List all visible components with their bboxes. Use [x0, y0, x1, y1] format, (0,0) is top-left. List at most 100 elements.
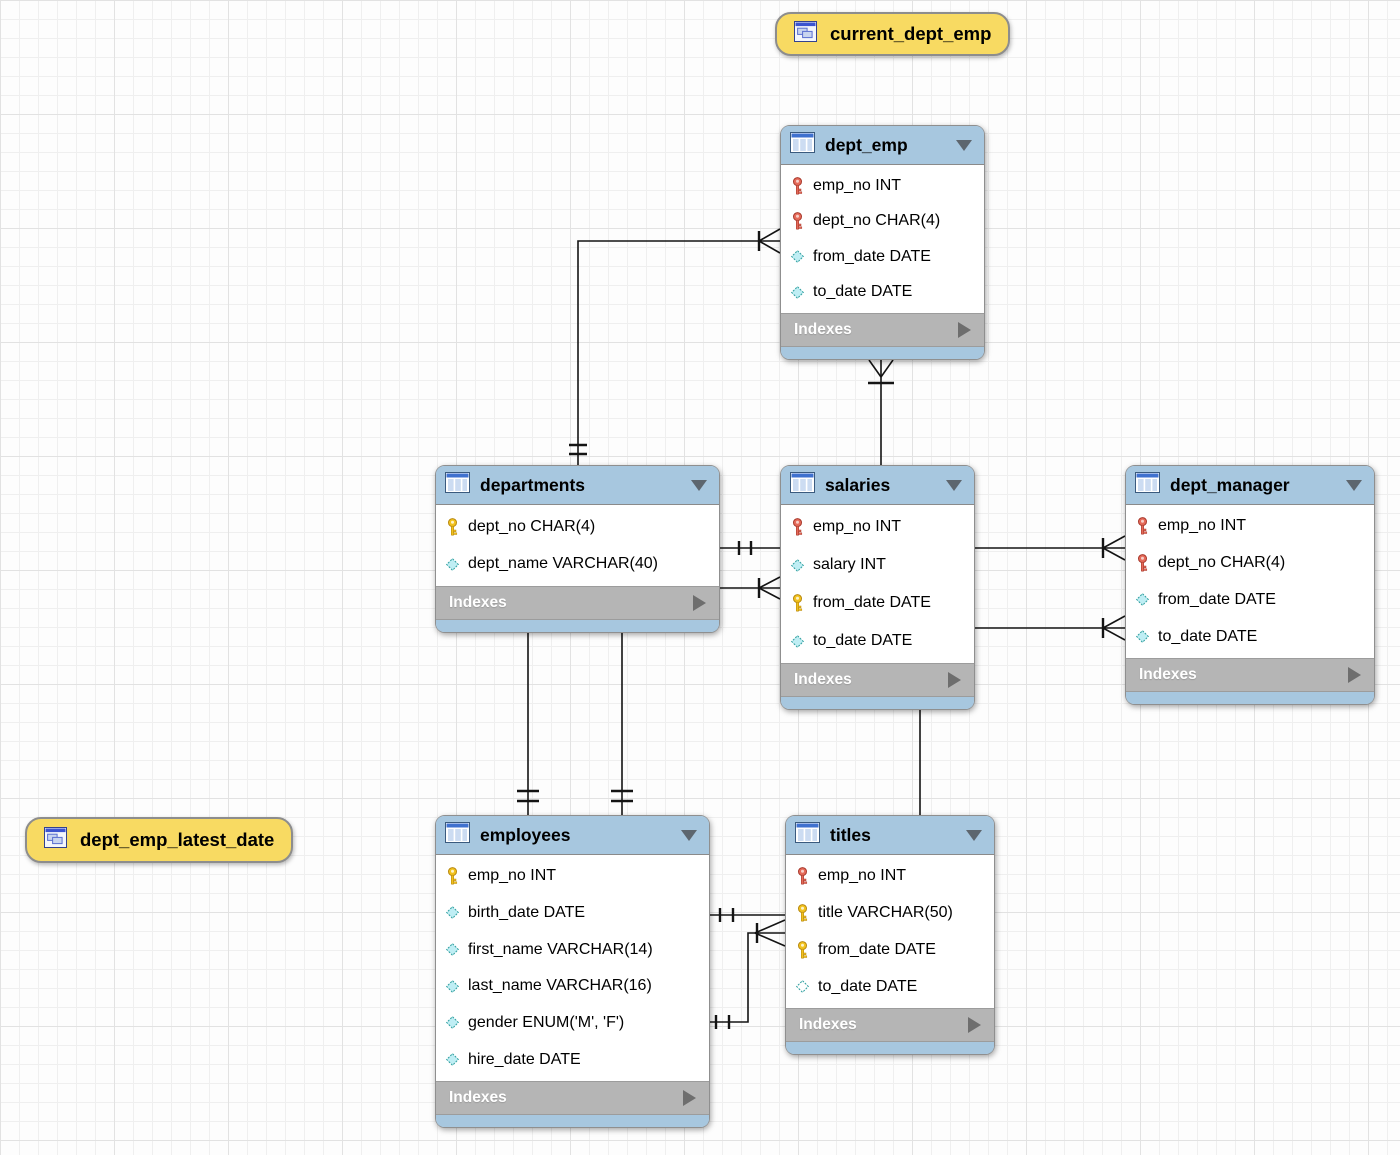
rel-salaries-dept_manager-2[interactable]: [975, 615, 1126, 641]
column-row[interactable]: salary INT: [781, 556, 974, 574]
indexes-expand-icon[interactable]: [968, 1017, 981, 1033]
table-icon: [445, 822, 470, 848]
rel-employees-titles-1[interactable]: [710, 908, 785, 922]
table-header[interactable]: departments: [436, 466, 719, 505]
column-row[interactable]: from_date DATE: [781, 248, 984, 266]
column-row[interactable]: emp_no INT: [1126, 517, 1374, 535]
table-salaries[interactable]: salaries emp_no INT salary INT from_date D…: [780, 465, 975, 710]
indexes-bar[interactable]: Indexes: [436, 1081, 709, 1114]
collapse-arrow-icon[interactable]: [966, 829, 982, 841]
rel-departments-salaries-1[interactable]: [720, 541, 780, 555]
indexes-expand-icon[interactable]: [683, 1090, 696, 1106]
not-null-attribute-icon: [1135, 592, 1150, 607]
indexes-label: Indexes: [449, 1089, 507, 1106]
column-row[interactable]: emp_no INT: [436, 867, 709, 885]
rel-departments-salaries-2[interactable]: [720, 576, 781, 600]
table-footer: [436, 1114, 709, 1127]
rel-salaries-dept_manager-1[interactable]: [975, 535, 1126, 561]
column-text: emp_no INT: [468, 867, 557, 885]
indexes-bar[interactable]: Indexes: [436, 586, 719, 619]
column-text: emp_no INT: [1158, 517, 1247, 535]
table-title: titles: [830, 824, 871, 845]
column-row[interactable]: birth_date DATE: [436, 904, 709, 922]
column-row[interactable]: gender ENUM('M', 'F'): [436, 1014, 709, 1032]
column-row[interactable]: emp_no INT: [786, 867, 994, 885]
indexes-bar[interactable]: Indexes: [781, 313, 984, 346]
indexes-label: Indexes: [794, 321, 852, 338]
column-text: emp_no INT: [813, 518, 902, 535]
nullable-attribute-icon: [795, 979, 810, 994]
not-null-attribute-icon: [790, 634, 805, 649]
collapse-arrow-icon[interactable]: [946, 479, 962, 491]
column-row[interactable]: title VARCHAR(50): [786, 904, 994, 922]
column-row[interactable]: to_date DATE: [781, 632, 974, 650]
column-row[interactable]: emp_no INT: [781, 518, 974, 536]
table-header[interactable]: titles: [786, 816, 994, 855]
indexes-bar[interactable]: Indexes: [1126, 658, 1374, 691]
table-title: departments: [480, 474, 586, 495]
indexes-expand-icon[interactable]: [958, 322, 971, 338]
table-employees[interactable]: employees emp_no INT birth_date DATE first…: [435, 815, 710, 1128]
table-titles[interactable]: titles emp_no INT title VARCHAR(50) from_d…: [785, 815, 995, 1055]
collapse-arrow-icon[interactable]: [956, 139, 972, 151]
view-title: current_dept_emp: [830, 23, 992, 44]
indexes-label: Indexes: [1139, 666, 1197, 683]
column-row[interactable]: to_date DATE: [786, 978, 994, 996]
not-null-attribute-icon: [790, 558, 805, 573]
indexes-expand-icon[interactable]: [1348, 667, 1361, 683]
column-row[interactable]: from_date DATE: [1126, 591, 1374, 609]
table-dept_emp[interactable]: dept_emp emp_no INT dept_no CHAR(4) from_d…: [780, 125, 985, 360]
table-dept_manager[interactable]: dept_manager emp_no INT dept_no CHAR(4) fr…: [1125, 465, 1375, 705]
column-row[interactable]: dept_no CHAR(4): [781, 212, 984, 230]
rel-departments-employees-1[interactable]: [517, 633, 539, 815]
column-text: hire_date DATE: [468, 1050, 581, 1068]
indexes-label: Indexes: [794, 671, 852, 688]
collapse-arrow-icon[interactable]: [691, 479, 707, 491]
column-row[interactable]: from_date DATE: [781, 594, 974, 612]
column-text: title VARCHAR(50): [818, 904, 953, 922]
table-departments[interactable]: departments dept_no CHAR(4) dept_name VAR…: [435, 465, 720, 633]
rel-dept_emp-salaries[interactable]: [868, 359, 894, 465]
rel-departments-dept_emp[interactable]: [569, 228, 781, 465]
column-row[interactable]: to_date DATE: [1126, 628, 1374, 646]
view-dept_emp_latest_date[interactable]: dept_emp_latest_date: [25, 817, 294, 863]
column-row[interactable]: from_date DATE: [786, 941, 994, 959]
primary-foreign-key-icon: [1135, 517, 1150, 535]
not-null-attribute-icon: [445, 1015, 460, 1030]
column-text: to_date DATE: [1158, 627, 1258, 645]
indexes-expand-icon[interactable]: [693, 595, 706, 611]
indexes-label: Indexes: [449, 594, 507, 611]
column-text: to_date DATE: [813, 283, 913, 301]
column-row[interactable]: to_date DATE: [781, 283, 984, 301]
column-row[interactable]: dept_no CHAR(4): [1126, 554, 1374, 572]
column-row[interactable]: hire_date DATE: [436, 1051, 709, 1069]
table-header[interactable]: dept_manager: [1126, 466, 1374, 505]
table-footer: [1126, 691, 1374, 704]
column-row[interactable]: first_name VARCHAR(14): [436, 941, 709, 959]
column-text: birth_date DATE: [468, 903, 586, 921]
collapse-arrow-icon[interactable]: [681, 829, 697, 841]
column-row[interactable]: emp_no INT: [781, 177, 984, 195]
indexes-expand-icon[interactable]: [948, 672, 961, 688]
rel-employees-titles-2[interactable]: [710, 919, 786, 1029]
table-title: employees: [480, 824, 571, 845]
column-text: dept_no CHAR(4): [468, 517, 596, 535]
column-row[interactable]: last_name VARCHAR(16): [436, 977, 709, 995]
indexes-label: Indexes: [799, 1016, 857, 1033]
column-text: salary INT: [813, 556, 886, 573]
table-header[interactable]: salaries: [781, 466, 974, 505]
view-icon: [44, 827, 67, 853]
column-row[interactable]: dept_name VARCHAR(40): [436, 555, 719, 573]
rel-departments-employees-2[interactable]: [611, 633, 633, 815]
table-header[interactable]: employees: [436, 816, 709, 855]
indexes-bar[interactable]: Indexes: [786, 1008, 994, 1041]
table-header[interactable]: dept_emp: [781, 126, 984, 165]
indexes-bar[interactable]: Indexes: [781, 663, 974, 696]
collapse-arrow-icon[interactable]: [1346, 479, 1362, 491]
view-current_dept_emp[interactable]: current_dept_emp: [775, 12, 1011, 56]
column-text: from_date DATE: [813, 247, 931, 265]
column-row[interactable]: dept_no CHAR(4): [436, 518, 719, 536]
primary-foreign-key-icon: [795, 867, 810, 885]
table-title: dept_emp: [825, 134, 908, 155]
